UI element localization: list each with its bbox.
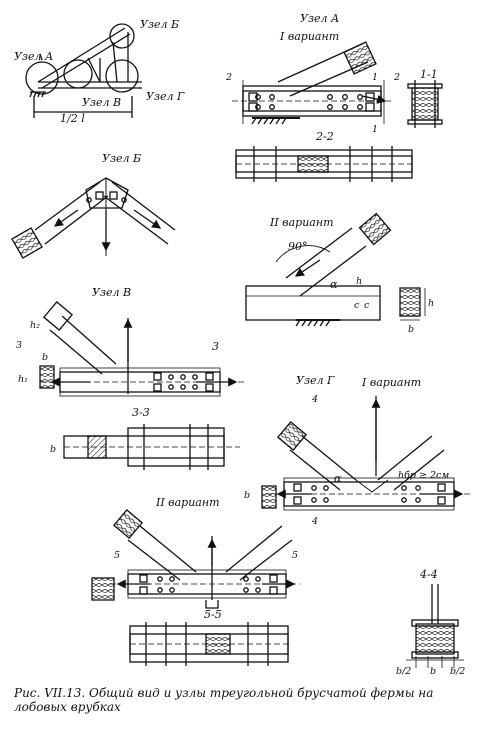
angle-90: 90° (288, 240, 308, 253)
c-a: c (354, 300, 360, 311)
label-node-a: Узел А (14, 50, 53, 63)
title-variant-1-g: I вариант (361, 376, 421, 389)
label-half-span: 1/2 l (60, 112, 85, 125)
node-a-variant-1 (232, 41, 443, 182)
h-small: h (428, 298, 434, 309)
alpha-g: α (334, 472, 342, 485)
h-a: h (356, 276, 362, 287)
label-node-g: Узел Г (146, 90, 185, 103)
label-node-b: Узел Б (140, 18, 179, 31)
node-g-variant-1 (261, 396, 470, 511)
title-node-g: Узел Г (296, 374, 335, 387)
figure-caption: Рис. VII.13. Общий вид и узлы треугольно… (14, 686, 434, 714)
hbr-label: hбр ≥ 2см (398, 470, 449, 481)
b-g: b (244, 490, 250, 501)
node-a-variant-2 (245, 212, 426, 327)
title-node-v: Узел В (92, 286, 131, 299)
title-5-5: 5-5 (204, 608, 222, 621)
node-g-variant-2 (91, 508, 300, 666)
truss-general-view (25, 23, 142, 118)
b-small: b (408, 324, 414, 335)
c-a2: c (364, 300, 370, 311)
node-v-bottom (39, 300, 245, 470)
title-3-3: 3-3 (132, 406, 150, 419)
sec-1-right: 1 (372, 124, 378, 135)
drawing-labels: Узел А Узел Б Узел В Узел Г 1/2 l Узел А… (14, 12, 465, 677)
title-variant-2-a: II вариант (269, 216, 334, 229)
node-g-bolts (293, 483, 446, 505)
node-g2-bolts (139, 574, 278, 595)
b-33: b (50, 444, 56, 455)
sec-5-left: 5 (114, 550, 120, 561)
title-variant-2-g: II вариант (155, 496, 220, 509)
sec-2-right: 2 (393, 72, 400, 83)
h2-label: h₂ (30, 320, 40, 331)
h1-v: h₁ (18, 374, 28, 385)
title-variant-1-a: I вариант (279, 30, 339, 43)
section-4-4 (406, 584, 464, 668)
title-1-1: 1-1 (420, 68, 438, 81)
node-b-ridge (11, 177, 176, 259)
sec-3-left: 3 (16, 340, 22, 351)
sec-5-right: 5 (292, 550, 298, 561)
b-mid: b (430, 666, 436, 677)
sec-3-right: 3 (212, 340, 219, 353)
sec-4-bottom: 4 (311, 516, 318, 527)
label-node-v: Узел В (82, 96, 121, 109)
sec-2-left: 2 (225, 72, 232, 83)
title-4-4: 4-4 (419, 568, 438, 581)
title-2-2: 2-2 (315, 130, 334, 143)
sec-1-left: 1 (372, 72, 378, 83)
alpha-a: α (330, 278, 338, 291)
b-half-left: b/2 (396, 666, 411, 677)
node-a-bolts (248, 92, 375, 112)
sec-4-top: 4 (311, 394, 318, 405)
title-node-a: Узел А (300, 12, 339, 25)
b-v: b (42, 352, 48, 363)
node-v-bolts (153, 372, 214, 392)
title-node-b: Узел Б (102, 152, 141, 165)
b-half-right: b/2 (450, 666, 465, 677)
